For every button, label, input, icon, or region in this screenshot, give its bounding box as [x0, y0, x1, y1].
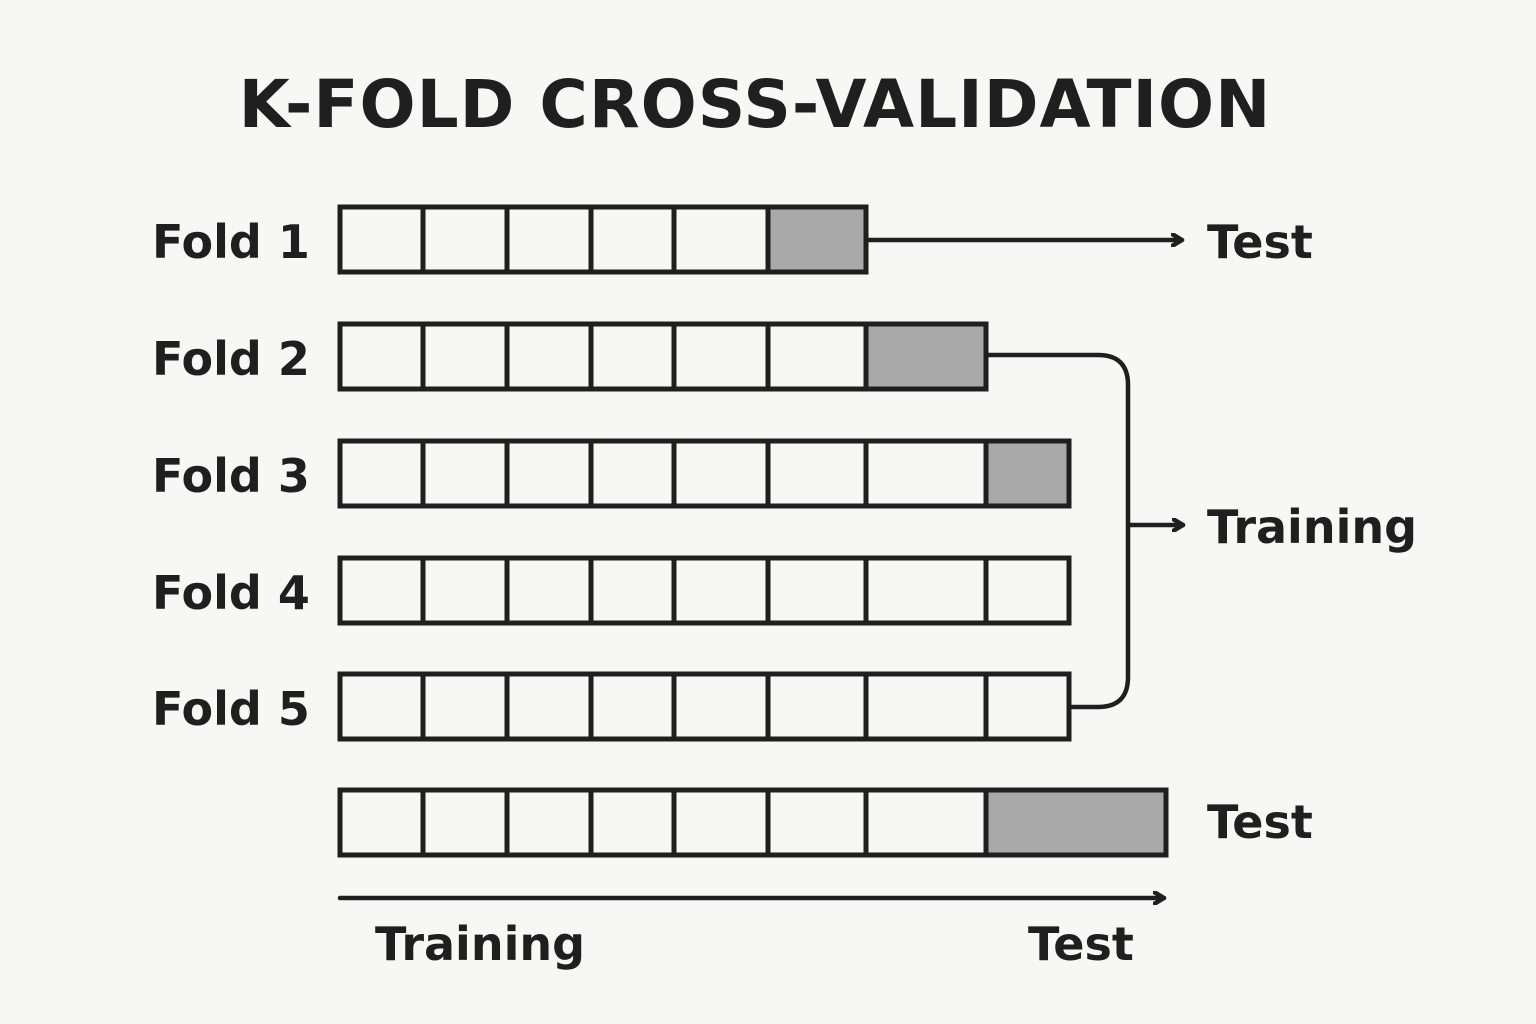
test-cell — [863, 321, 989, 392]
final-test-label: Test — [1207, 795, 1313, 849]
training-cell — [765, 671, 869, 742]
training-cell — [420, 555, 510, 626]
fold-4-row — [337, 555, 1072, 626]
training-cell — [671, 555, 771, 626]
training-cell — [337, 671, 426, 742]
training-cell — [765, 555, 869, 626]
fold-3-label: Fold 3 — [152, 449, 310, 503]
training-cell — [337, 555, 426, 626]
fold-4-label: Fold 4 — [152, 566, 310, 620]
fold-1-test-label: Test — [1207, 215, 1313, 269]
training-bracket — [983, 352, 1131, 710]
training-cell — [863, 555, 989, 626]
training-cell — [863, 671, 989, 742]
training-cell — [671, 204, 771, 275]
fold-5-row — [337, 671, 1072, 742]
axis-test-label: Test — [1028, 917, 1134, 971]
training-cell — [588, 438, 677, 509]
training-cell — [671, 438, 771, 509]
training-output-label: Training — [1207, 500, 1417, 554]
training-cell — [504, 321, 594, 392]
training-cell — [671, 321, 771, 392]
training-cell — [588, 787, 677, 858]
training-cell — [504, 204, 594, 275]
training-cell — [337, 321, 426, 392]
fold-5-label: Fold 5 — [152, 682, 310, 736]
fold-2-label: Fold 2 — [152, 332, 310, 386]
training-cell — [588, 321, 677, 392]
training-cell — [863, 438, 989, 509]
training-cell — [765, 438, 869, 509]
fold-2-row — [337, 321, 989, 392]
training-cell — [588, 204, 677, 275]
final-row — [337, 787, 1169, 858]
test-cell — [765, 204, 869, 275]
training-cell — [504, 438, 594, 509]
training-cell — [983, 555, 1072, 626]
axis-training-label: Training — [375, 917, 585, 971]
training-cell — [588, 555, 677, 626]
training-cell — [765, 321, 869, 392]
training-cell — [504, 671, 594, 742]
training-cell — [588, 671, 677, 742]
training-cell — [765, 787, 869, 858]
training-cell — [420, 671, 510, 742]
training-cell — [337, 204, 426, 275]
test-cell — [983, 787, 1169, 858]
training-cell — [337, 787, 426, 858]
fold-3-row — [337, 438, 1072, 509]
training-cell — [420, 438, 510, 509]
training-cell — [671, 671, 771, 742]
training-cell — [420, 787, 510, 858]
training-cell — [504, 555, 594, 626]
fold-1-label: Fold 1 — [152, 215, 310, 269]
training-cell — [863, 787, 989, 858]
training-cell — [504, 787, 594, 858]
training-cell — [420, 204, 510, 275]
training-cell — [983, 671, 1072, 742]
training-cell — [671, 787, 771, 858]
diagram-title: K-FOLD CROSS-VALIDATION — [239, 66, 1272, 143]
test-cell — [983, 438, 1072, 509]
training-cell — [337, 438, 426, 509]
training-cell — [420, 321, 510, 392]
fold-1-row — [337, 204, 869, 275]
